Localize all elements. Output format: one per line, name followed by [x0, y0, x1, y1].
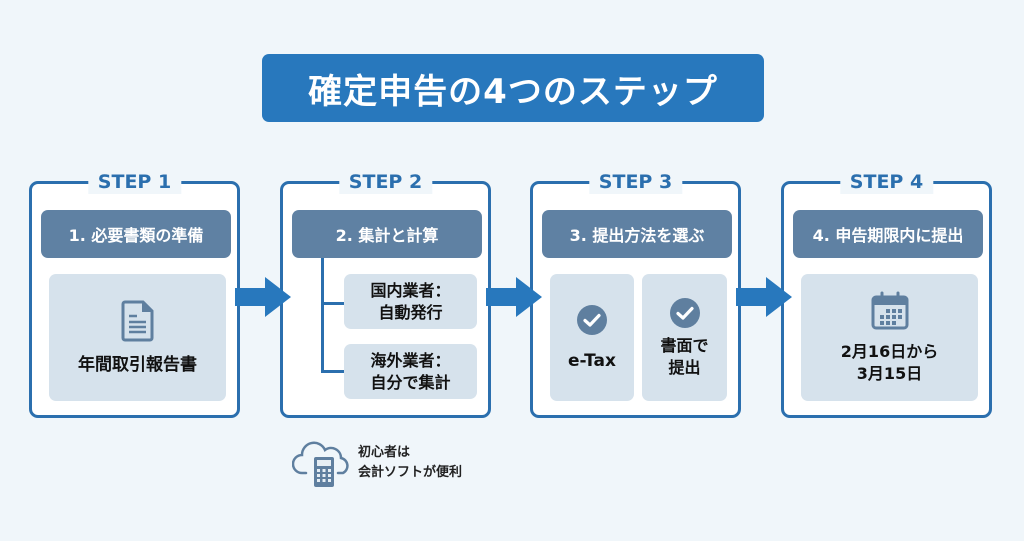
tree-connector-branch-1 [321, 302, 344, 305]
step-2-label: STEP 2 [338, 170, 433, 194]
step-1-panel: 年間取引報告書 [49, 274, 226, 401]
footnote-line-2: 会計ソフトが便利 [358, 465, 463, 480]
item-1-line-2: 自動発行 [378, 302, 443, 322]
item-1-line-1: 国内業者： [370, 280, 451, 300]
etax-label: e-Tax [568, 350, 616, 371]
step-2-card: STEP 2 2. 集計と計算 国内業者： 自動発行 海外業者： 自分で集計 [280, 170, 491, 418]
paper-option: 書面で 提出 [642, 274, 727, 401]
document-icon [121, 300, 153, 341]
paper-label-line-2: 提出 [668, 357, 701, 377]
step-4-card: STEP 4 4. 申告期限内に提出 2月16日から 3月15日 [781, 170, 992, 418]
paper-label-line-1: 書面で [660, 335, 709, 355]
step-1-content: 年間取引報告書 [78, 354, 197, 375]
item-2-line-1: 海外業者： [370, 350, 451, 370]
deadline-line-2: 3月15日 [856, 363, 923, 383]
step-1-label: STEP 1 [87, 170, 182, 194]
item-2-line-2: 自分で集計 [370, 372, 451, 392]
step-1-card: STEP 1 1. 必要書類の準備 年間取引報告書 [29, 170, 240, 418]
calendar-icon [871, 291, 908, 329]
tree-connector-vertical [321, 258, 324, 373]
step-4-heading: 4. 申告期限内に提出 [793, 210, 983, 258]
page-title: 確定申告の4つのステップ [262, 54, 764, 122]
check-circle-icon [577, 304, 607, 335]
footnote-line-1: 初心者は [358, 445, 411, 460]
check-circle-icon [669, 297, 700, 328]
step-1-heading: 1. 必要書類の準備 [41, 210, 231, 258]
step-2-heading: 2. 集計と計算 [292, 210, 482, 258]
arrow-right-icon [736, 277, 792, 317]
step-3-heading: 3. 提出方法を選ぶ [542, 210, 732, 258]
step-4-panel: 2月16日から 3月15日 [801, 274, 978, 401]
domain-broker-item: 国内業者： 自動発行 [344, 274, 477, 329]
arrow-right-icon [235, 277, 291, 317]
tree-connector-branch-2 [321, 370, 344, 373]
step-3-card: 3. 提出方法を選ぶ STEP 3 e-Tax 書面で 提出 [530, 170, 741, 418]
step-4-label: STEP 4 [839, 170, 934, 194]
foreign-broker-item: 海外業者： 自分で集計 [344, 344, 477, 399]
deadline-line-1: 2月16日から [840, 341, 939, 361]
footnote-text: 初心者は 会計ソフトが便利 [358, 443, 462, 483]
footnote: 初心者は 会計ソフトが便利 [292, 437, 462, 489]
cloud-calculator-icon [292, 441, 349, 487]
step-3-label: STEP 3 [588, 170, 683, 194]
arrow-right-icon [486, 277, 542, 317]
etax-option: e-Tax [550, 274, 634, 401]
